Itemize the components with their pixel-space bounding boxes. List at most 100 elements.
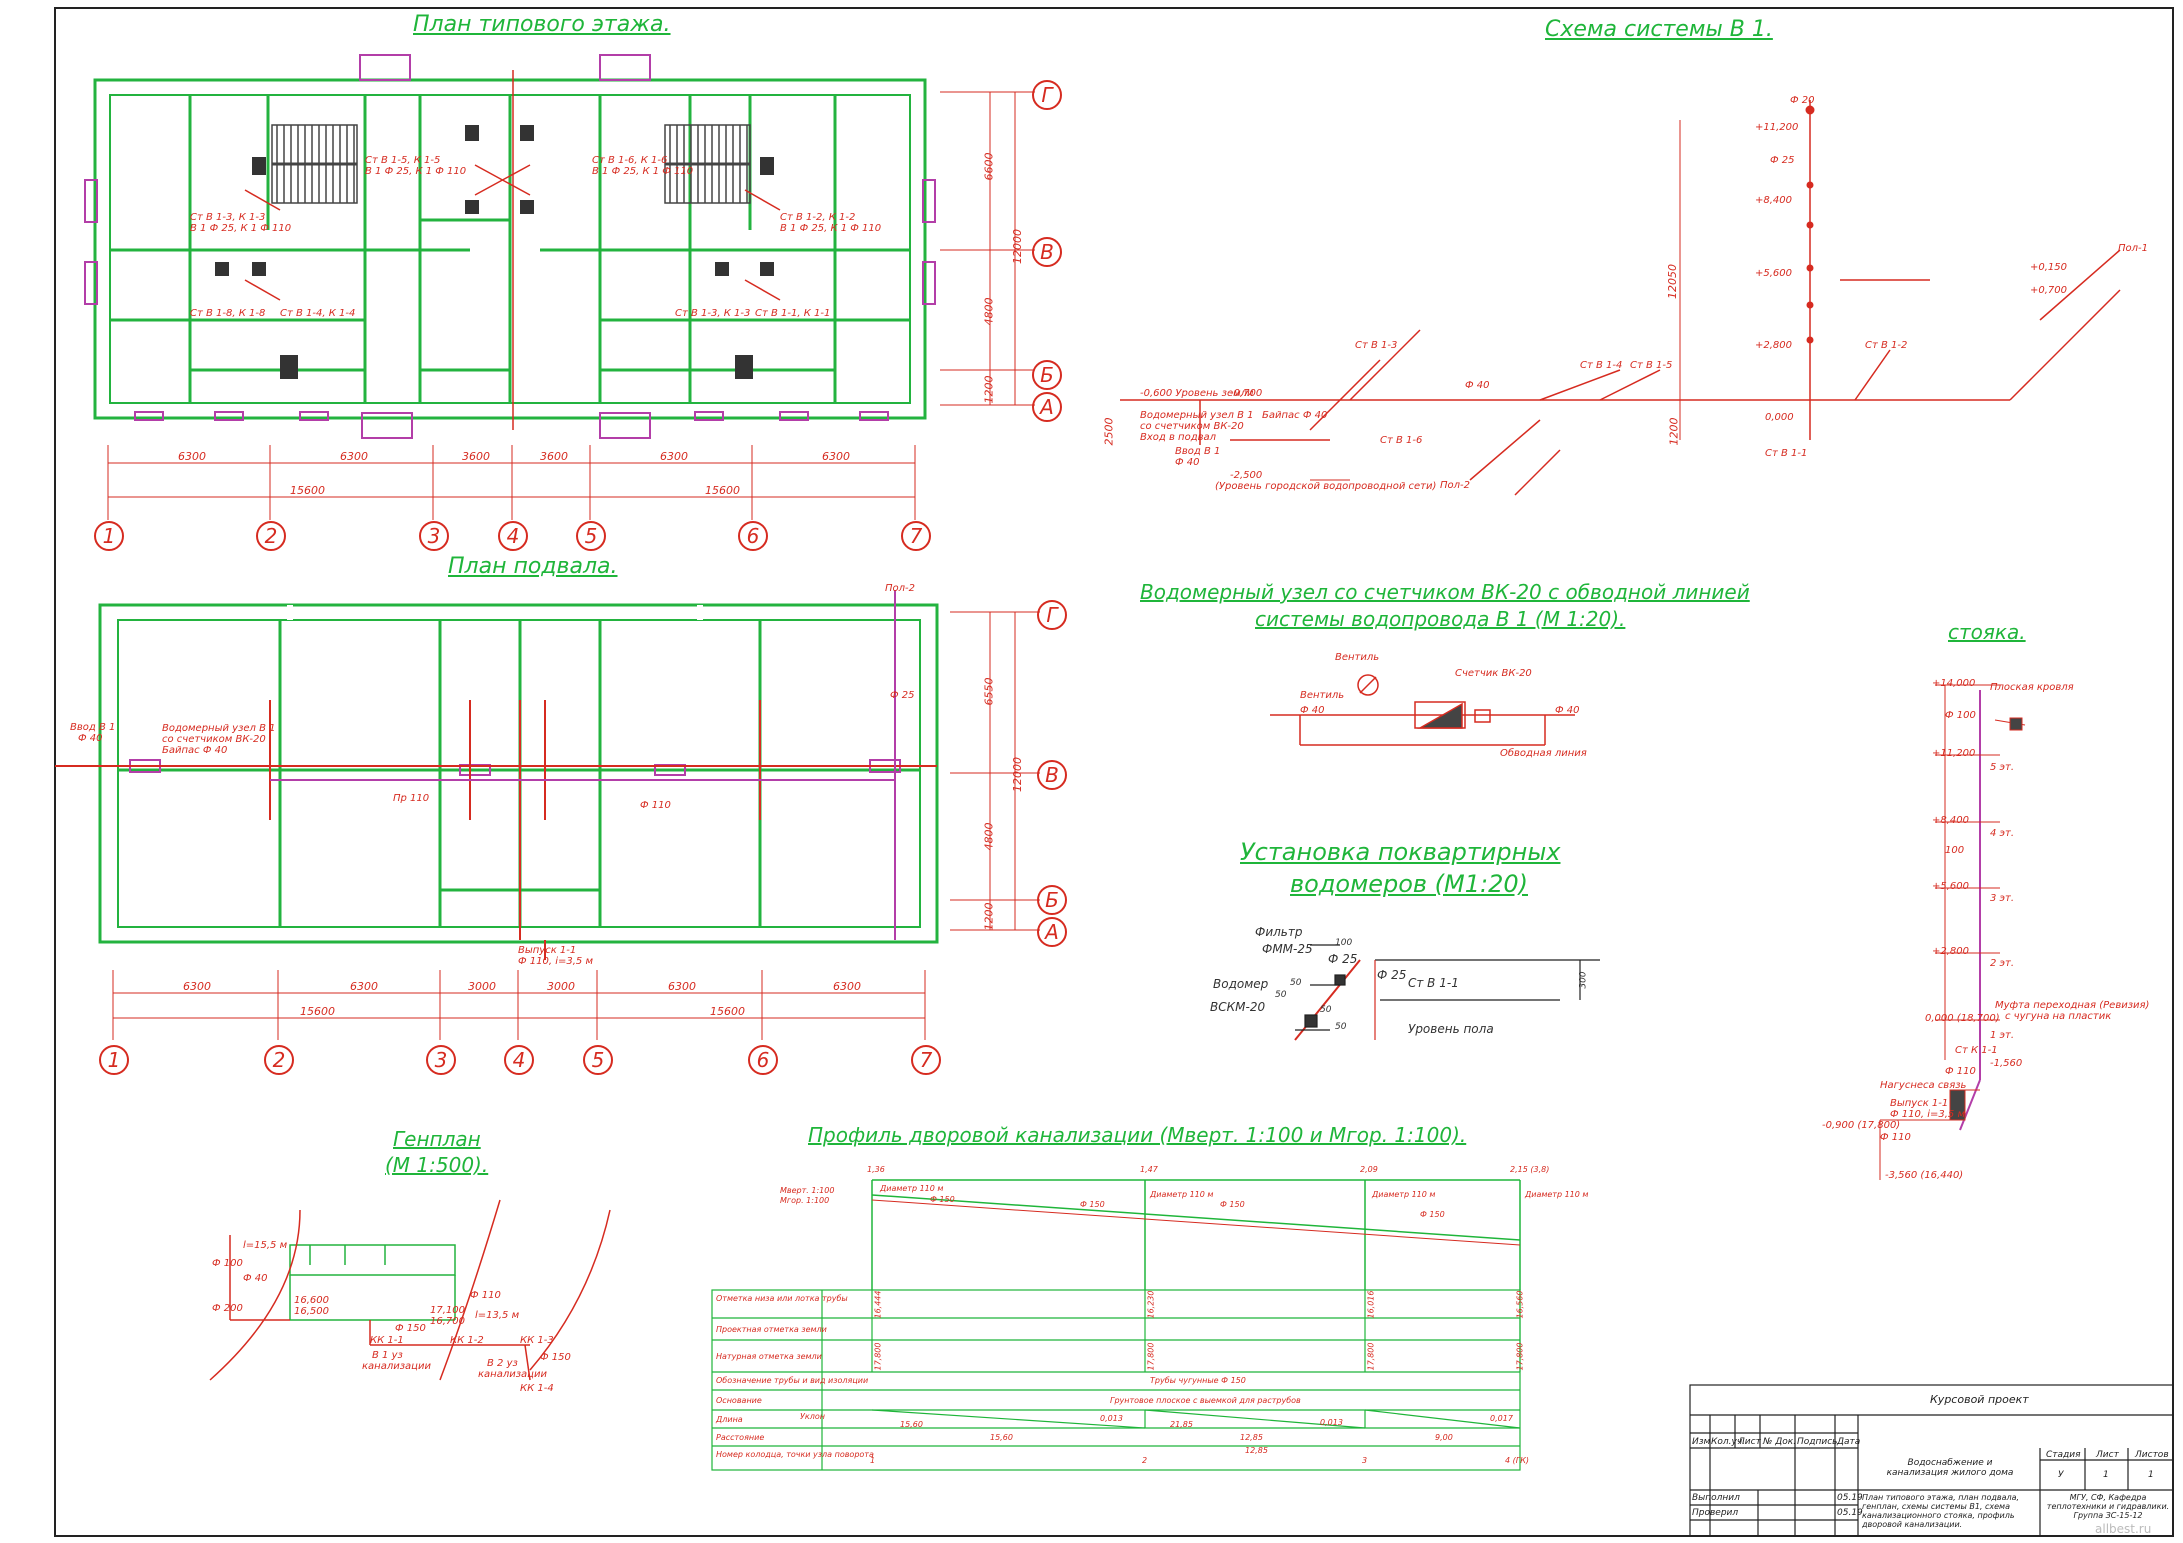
- profile-note-7: Ф 150: [1220, 1200, 1245, 1209]
- floor-dim-v-4: 1200: [982, 375, 996, 404]
- scheme-label-bypass: Байпас Ф 40: [1262, 410, 1328, 421]
- basement-label-pol2: Пол-2: [885, 583, 915, 594]
- profile-row-8: Номер колодца, точки узла поворота: [716, 1450, 874, 1459]
- basement-plan: [98, 603, 939, 944]
- floor-axis-col-2: 2: [256, 521, 286, 551]
- floor-label-riser-3-dia: В 1 Ф 25, К 1 Ф 110: [190, 223, 292, 234]
- scheme-label-inlet: Ввод В 1: [1175, 446, 1221, 457]
- floor-plan-outer-wall: [93, 78, 927, 420]
- floor-label-riser-4: Ст В 1-4, К 1-4: [280, 308, 356, 319]
- profile-row-6: Длина: [716, 1415, 743, 1424]
- floor-axis-row-g: Г: [1032, 80, 1062, 110]
- gen-label-kk11: КК 1-1: [370, 1335, 404, 1346]
- basement-axis-col-4: 4: [504, 1045, 534, 1075]
- floor-axis-col-1: 1: [94, 521, 124, 551]
- basement-dim-half-1: 15600: [300, 1005, 335, 1018]
- profile-length-1: 15,60: [900, 1420, 923, 1429]
- meter-unit-title-line1: Водомерный узел со счетчиком ВК-20 с обв…: [1140, 580, 1750, 604]
- basement-label-meter-type: со счетчиком ВК-20: [162, 734, 266, 745]
- gen-label-kk13: КК 1-3: [520, 1335, 554, 1346]
- profile-well-2: 2: [1142, 1456, 1148, 1465]
- apartment-meter: [1294, 944, 1600, 1041]
- gen-label-d40: Ф 40: [243, 1273, 268, 1284]
- scheme-label-h2500: 2500: [1102, 417, 1116, 446]
- stamp-org: МГУ, СФ, Кафедра теплотехники и гидравли…: [2046, 1493, 2170, 1520]
- meter-label-counter: Счетчик ВК-20: [1455, 668, 1532, 679]
- basement-label-outlet: Выпуск 1-1: [518, 945, 577, 956]
- riser-levels: [1879, 684, 2026, 1180]
- floor-dimensions: [107, 91, 1035, 520]
- profile-low-3: 16,016: [1366, 1290, 1376, 1319]
- gen-label-d150b: Ф 150: [540, 1352, 571, 1363]
- profile-scale-v: Мверт. 1:100: [780, 1186, 835, 1195]
- stamp-project: Курсовой проект: [1930, 1393, 2029, 1406]
- floor-windows: [84, 54, 936, 439]
- profile-top-mark-2: 1,47: [1140, 1165, 1158, 1174]
- floor-axis-col-3: 3: [419, 521, 449, 551]
- stamp-header-list: Лист: [1738, 1437, 1761, 1447]
- profile-distance-2: 12,85: [1245, 1446, 1268, 1455]
- scheme-label-riser-3: Ст В 1-3: [1355, 340, 1398, 351]
- floor-dim-span-6: 6300: [822, 450, 850, 463]
- basement-axis-row-g: Г: [1037, 600, 1067, 630]
- basement-dim-span-4: 3000: [547, 980, 575, 993]
- sheet-frame: [54, 7, 2174, 1537]
- floor-label-riser-1: Ст В 1-1, К 1-1: [755, 308, 831, 319]
- stamp-description: План типового этажа, план подвала, генпл…: [1862, 1493, 2020, 1529]
- basement-label-meter: Водомерный узел В 1: [162, 723, 276, 734]
- basement-label-d25: Ф 25: [890, 690, 915, 701]
- basement-dim-span-3: 3000: [468, 980, 496, 993]
- meter-label-d40-1: Ф 40: [1300, 705, 1325, 716]
- riser-label-m1560: -1,560: [1990, 1058, 2023, 1069]
- riser-label-d110: Ф 110: [1945, 1066, 1976, 1077]
- apt-dim-50-4: 50: [1335, 1022, 1347, 1032]
- profile-distance-1: 15,60: [990, 1433, 1013, 1442]
- stamp-header-izm: Изм: [1692, 1437, 1711, 1447]
- stamp-header-sign: Подпись: [1797, 1437, 1838, 1447]
- profile-row-2: Проектная отметка земли: [716, 1325, 827, 1334]
- gen-label-kan1: канализации: [362, 1361, 431, 1372]
- gen-label-v2: В 2 уз: [487, 1358, 518, 1369]
- basement-pipes: [55, 590, 937, 960]
- gen-label-kk14: КК 1-4: [520, 1383, 554, 1394]
- profile-ground-2: 17,800: [1146, 1342, 1156, 1371]
- meter-unit-title-line2: системы водопровода В 1 (М 1:20).: [1255, 607, 1626, 631]
- floor-dim-v-2: 12000: [1011, 229, 1024, 264]
- riser-label-floor4: 4 эт.: [1990, 828, 2015, 839]
- profile-ground-3: 17,800: [1366, 1342, 1376, 1371]
- scheme-label-riser-5: Ст В 1-5: [1630, 360, 1673, 371]
- scheme-label-h1200: 1200: [1667, 417, 1681, 446]
- profile-scale-h: Мгор. 1:100: [780, 1196, 830, 1205]
- basement-label-pr: Пр 110: [393, 793, 430, 804]
- riser-label-coupling-2: с чугуна на пластик: [2005, 1011, 2112, 1022]
- profile-table: [711, 1289, 1521, 1471]
- scheme-label-l2800: +2,800: [1755, 340, 1793, 351]
- gen-label-kk12: КК 1-2: [450, 1335, 484, 1346]
- stamp-role-1: Выполнил: [1692, 1493, 1740, 1503]
- gen-label-17100: 17,100: [430, 1305, 465, 1316]
- apt-dim-50-1: 50: [1290, 978, 1302, 988]
- riser-title: стояка.: [1948, 620, 2026, 644]
- meter-label-valve-1: Вентиль: [1335, 652, 1380, 663]
- scheme-label-p0700: +0,700: [2030, 285, 2068, 296]
- basement-axis-col-6: 6: [748, 1045, 778, 1075]
- floor-axis-row-v: В: [1032, 237, 1062, 267]
- profile-title: Профиль дворовой канализации (Мверт. 1:1…: [808, 1123, 1467, 1147]
- profile-note-6: Ф 150: [1080, 1200, 1105, 1209]
- gen-label-len1: l=15,5 м: [243, 1240, 288, 1251]
- basement-axis-row-v: В: [1037, 760, 1067, 790]
- profile-note-1: Диаметр 110 м: [880, 1184, 944, 1193]
- profile-low-2: 16,230: [1146, 1290, 1156, 1319]
- riser-label-link: Нагуснеса связь: [1880, 1080, 1967, 1091]
- floor-dim-half-1: 15600: [290, 484, 325, 497]
- profile-low-4: 16,560: [1515, 1290, 1525, 1319]
- basement-dim-span-5: 6300: [668, 980, 696, 993]
- riser-label-outlet: Выпуск 1-1: [1890, 1098, 1949, 1109]
- riser-label-8400: +8,400: [1932, 815, 1970, 826]
- basement-axis-col-1: 1: [99, 1045, 129, 1075]
- meter-label-d40-2: Ф 40: [1555, 705, 1580, 716]
- floor-label-riser-3b: Ст В 1-3, К 1-3: [675, 308, 751, 319]
- gen-label-kan2: канализации: [478, 1369, 547, 1380]
- riser-label-m0900: -0,900 (17,800): [1822, 1120, 1901, 1131]
